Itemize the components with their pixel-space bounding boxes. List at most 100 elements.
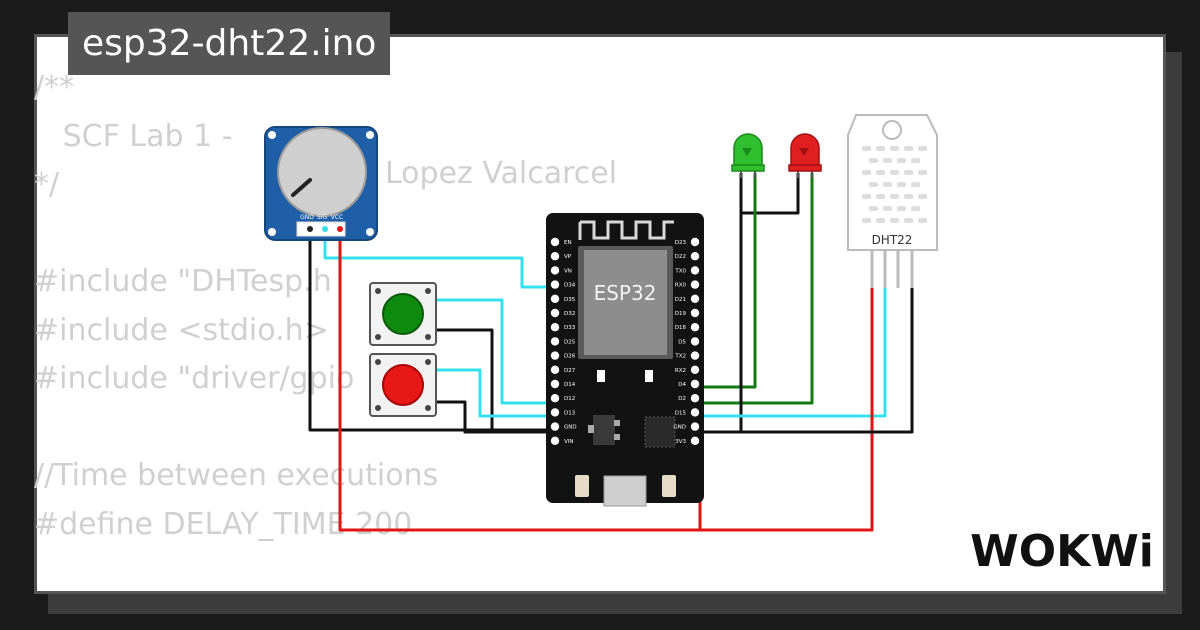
esp32-pin-label: VN [564, 268, 572, 274]
esp32-pin-label: TX0 [674, 268, 686, 274]
esp32-pin [690, 294, 700, 303]
grille-slot [876, 194, 885, 199]
wire-pot-sig [323, 228, 555, 289]
esp32-pin [690, 408, 700, 417]
esp32-pin [550, 252, 560, 261]
code-line: #include "driver/gpio [34, 361, 355, 396]
wire-led-cathodes [739, 173, 800, 215]
esp32-pin-label: GND [673, 425, 686, 431]
esp32-pin [550, 280, 560, 289]
esp32-pin-label: D27 [564, 368, 576, 374]
esp32-pin-label: D13 [564, 410, 576, 416]
grille-slot [918, 170, 927, 175]
esp32-pin-label: RX2 [675, 368, 686, 374]
wire-btn-green-sig [435, 298, 555, 405]
esp32-pin [690, 422, 700, 431]
esp32-pin-label: D15 [675, 410, 687, 416]
esp32-pin [550, 237, 560, 247]
potentiometer[interactable]: GND SIG VCC [264, 126, 378, 241]
grille-slot [876, 146, 885, 151]
dht22-label: DHT22 [872, 233, 913, 247]
grille-slot [890, 146, 899, 151]
esp32-pin [550, 294, 560, 303]
grille-slot [904, 146, 913, 151]
esp32-pin [550, 422, 560, 431]
esp32-pin [690, 379, 700, 389]
dht22-sensor: DHT22 [847, 114, 938, 288]
wire-led-green [695, 173, 757, 389]
wire-dht-data [695, 282, 887, 418]
grille-slot [876, 170, 885, 175]
grille-slot [876, 218, 885, 223]
grille-slot [918, 146, 927, 151]
grille-slot [862, 218, 871, 223]
esp32-pin [550, 351, 560, 360]
led-red[interactable] [788, 133, 822, 178]
grille-slot [869, 206, 878, 211]
code-line: #include "DHTesp.h [34, 264, 332, 299]
wire-btn-red-gnd [435, 400, 555, 434]
esp32-pin-label: D19 [675, 311, 687, 317]
esp32-pin-label: D33 [564, 325, 576, 331]
grille-slot [904, 194, 913, 199]
esp32-pin-label: D22 [675, 254, 686, 260]
esp32-pin-label: D32 [564, 311, 575, 317]
esp32-pin-label: D26 [564, 354, 576, 360]
code-line: */ [34, 167, 60, 202]
esp32-pin [690, 351, 700, 360]
esp32-pin-label: D14 [564, 382, 576, 388]
esp32-board: ESP32 ENVPVND34D35D32D33D25D26D27D14D12D… [546, 213, 704, 507]
esp32-pin-label: VIN [564, 439, 574, 445]
grille-slot [897, 206, 906, 211]
wire-dht-gnd [741, 282, 914, 434]
esp32-pin-label: D12 [564, 396, 575, 402]
code-line: //Time between executions [34, 458, 439, 493]
esp32-pin [550, 308, 560, 318]
esp32-pin-label: 3V3 [675, 439, 686, 445]
button-red[interactable] [369, 353, 437, 417]
esp32-pin-label: D5 [678, 339, 686, 345]
esp32-pin-label: D23 [675, 240, 687, 246]
esp32-pin [550, 323, 560, 332]
esp32-pin-label: D4 [678, 382, 686, 388]
esp32-pin-label: RX0 [675, 283, 687, 289]
code-line: SCF Lab 1 - [34, 118, 243, 154]
esp32-left-pins: ENVPVND34D35D32D33D25D26D27D14D12D13GNDV… [550, 237, 577, 445]
esp32-pin-label: GND [564, 425, 577, 431]
esp32-pin [550, 266, 560, 275]
esp32-pin [690, 436, 700, 445]
grille-slot [862, 170, 871, 175]
wire-btn-red-sig [435, 368, 555, 418]
grille-slot [911, 206, 920, 211]
led-green[interactable] [731, 133, 765, 178]
esp32-pin [690, 308, 700, 318]
pot-pin-label: SIG [317, 214, 328, 221]
esp32-pin [550, 379, 560, 389]
esp32-pin-label: VP [564, 254, 572, 260]
wokwi-logo: WOKWi [970, 526, 1154, 577]
grille-slot [883, 206, 892, 211]
dht22-grille [862, 146, 927, 223]
wire-dht-vcc [700, 282, 874, 532]
esp32-pin-label: EN [564, 240, 572, 246]
esp32-pin [690, 252, 700, 261]
grille-slot [904, 218, 913, 223]
esp32-pin-label: D34 [564, 283, 576, 289]
grille-slot [897, 158, 906, 163]
grille-slot [890, 218, 899, 223]
potentiometer-knob[interactable] [277, 127, 367, 217]
grille-slot [918, 194, 927, 199]
wire-led-red [695, 173, 814, 405]
grille-slot [883, 158, 892, 163]
grille-slot [911, 182, 920, 187]
esp32-pin [690, 337, 700, 346]
wire-btn-green-gnd [435, 328, 494, 432]
code-line: #include <stdio.h> [34, 312, 329, 348]
grille-slot [862, 146, 871, 151]
button-green[interactable] [369, 282, 437, 346]
esp32-pin [690, 365, 700, 374]
grille-slot [862, 194, 871, 199]
esp32-pin-label: D21 [675, 297, 686, 303]
grille-slot [918, 218, 927, 223]
